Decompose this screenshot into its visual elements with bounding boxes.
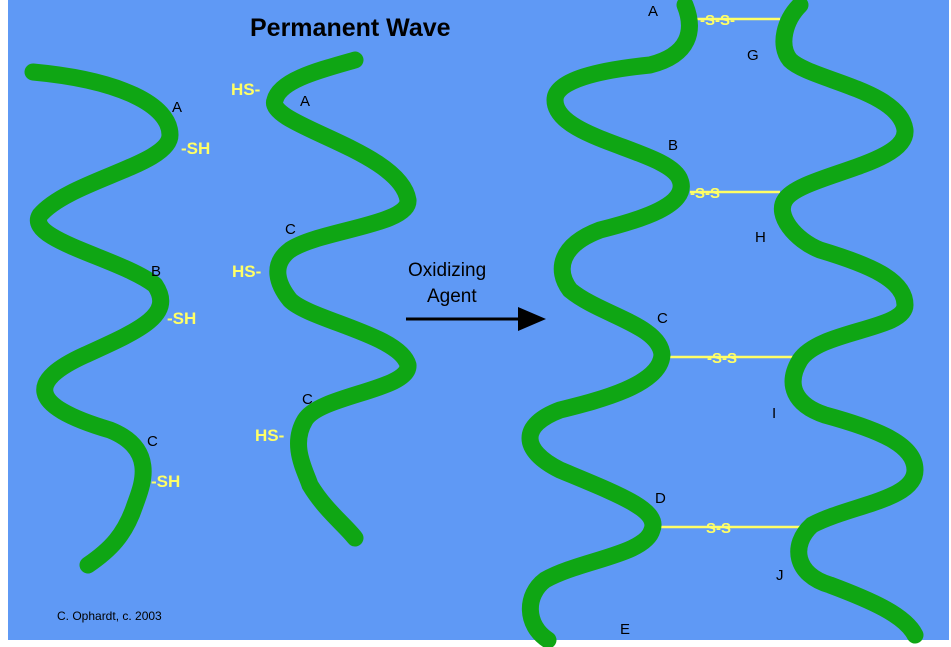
after-left-strand — [521, 0, 698, 647]
after-right-label-i: I — [772, 405, 776, 422]
after-left-label-a: A — [648, 3, 658, 20]
reaction-agent-line2: Agent — [427, 286, 477, 307]
credit-text: C. Ophardt, c. 2003 — [57, 609, 162, 623]
before-right-label-c2: C — [302, 391, 313, 408]
before-left-sh-group-a: -SH — [181, 139, 210, 158]
before-right-label-c1: C — [285, 221, 296, 238]
after-left-label-c: C — [657, 310, 668, 327]
reaction-arrow-head — [518, 307, 546, 331]
disulfide-bond-label-dj: S-S — [706, 520, 731, 537]
after-right-strand — [774, 0, 924, 644]
before-left-label-b: B — [151, 263, 161, 280]
reaction-agent-line1: Oxidizing — [408, 260, 486, 281]
disulfide-bond-label-ag: -S-S- — [700, 12, 735, 29]
diagram-title: Permanent Wave — [250, 14, 451, 42]
before-left-label-c: C — [147, 433, 158, 450]
before-left-label-a: A — [172, 99, 182, 116]
before-left-sh-group-c: -SH — [151, 472, 180, 491]
after-left-label-e: E — [620, 621, 630, 638]
after-right-label-h: H — [755, 229, 766, 246]
after-right-label-j: J — [776, 567, 784, 584]
after-left-label-b: B — [668, 137, 678, 154]
disulfide-bond-label-bh: -S-S — [690, 185, 720, 202]
before-right-hs-group-b: HS- — [232, 262, 261, 281]
before-right-hs-group-c: HS- — [255, 426, 284, 445]
after-right-label-g: G — [747, 47, 759, 64]
before-left-sh-group-b: -SH — [167, 309, 196, 328]
disulfide-bond-label-ci: -S-S — [707, 350, 737, 367]
before-right-label-a: A — [300, 93, 310, 110]
before-right-hs-group-a: HS- — [231, 80, 260, 99]
before-left-strand — [24, 63, 179, 574]
after-left-label-d: D — [655, 490, 666, 507]
before-right-strand — [266, 51, 417, 547]
